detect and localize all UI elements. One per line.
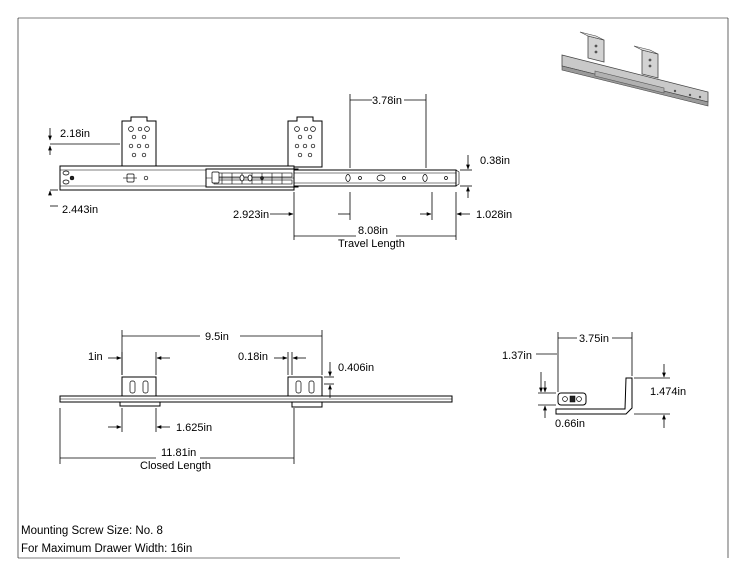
sheet-border	[17, 17, 729, 559]
dimension-3-78in: 3.78in	[349, 94, 427, 168]
bracket-left	[121, 116, 157, 168]
dimension-9-5in: 9.5in	[121, 330, 323, 375]
dim-3-78in-label: 3.78in	[372, 95, 402, 107]
dimension-3-75in: 3.75in	[557, 332, 633, 392]
bracket-right	[287, 116, 323, 168]
dimension-travel-length: 8.08in Travel Length	[294, 225, 456, 250]
dim-11-81in-label: 11.81in	[161, 447, 196, 459]
dim-9-5in-label: 9.5in	[205, 331, 229, 343]
dimension-1-37in: 1.37in	[502, 350, 557, 393]
dim-0-18in-label: 0.18in	[238, 351, 268, 363]
dim-2-443in-label: 2.443in	[62, 204, 98, 216]
dim-3-75in-label: 3.75in	[579, 333, 609, 345]
mounting-screw-note: Mounting Screw Size: No. 8	[21, 525, 163, 537]
dimension-2-923in: 2.923in	[233, 192, 351, 240]
dimension-1-028in: 1.028in	[420, 192, 512, 240]
side-bracket-left	[121, 376, 157, 398]
dimension-0-66in: 0.66in	[538, 381, 585, 430]
top-view: 2.18in 2.443in 3.78in 0.38in	[48, 94, 512, 250]
dimension-1-625in: 1.625in	[108, 408, 212, 434]
dim-2-18in-label: 2.18in	[60, 128, 90, 140]
dim-1-625in-label: 1.625in	[176, 422, 212, 434]
closed-length-label: Closed Length	[140, 460, 211, 472]
dimension-2-443in: 2.443in	[48, 189, 98, 216]
spec-notes: Mounting Screw Size: No. 8 For Maximum D…	[21, 522, 192, 558]
dim-0-38in-label: 0.38in	[480, 155, 510, 167]
dimension-0-38in: 0.38in	[460, 155, 510, 198]
dimension-0-406in: 0.406in	[324, 362, 374, 398]
dim-1-474in-label: 1.474in	[650, 386, 686, 398]
dim-1-028in-label: 1.028in	[476, 209, 512, 221]
dim-1-37in-label: 1.37in	[502, 350, 532, 362]
dimension-1-474in: 1.474in	[634, 364, 686, 428]
end-view: 3.75in 1.37in 1.474in 0.66in	[502, 332, 686, 430]
dimension-1in: 1in	[88, 351, 170, 375]
dim-0-66in-label: 0.66in	[555, 418, 585, 430]
dimension-closed-length: 11.81in Closed Length	[59, 408, 295, 472]
side-bracket-right	[287, 376, 323, 398]
dim-1in-label: 1in	[88, 351, 103, 363]
dim-8-08in-label: 8.08in	[358, 225, 388, 237]
travel-length-label: Travel Length	[338, 238, 405, 250]
dim-2-923in-label: 2.923in	[233, 209, 269, 221]
dim-0-406in-label: 0.406in	[338, 362, 374, 374]
side-view: 9.5in 1in 0.18in 0.406in	[59, 330, 453, 472]
isometric-view	[561, 31, 709, 107]
max-drawer-width-note: For Maximum Drawer Width: 16in	[21, 543, 193, 555]
dimension-0-18in: 0.18in	[238, 351, 306, 375]
dimension-2-18in: 2.18in	[48, 128, 120, 155]
